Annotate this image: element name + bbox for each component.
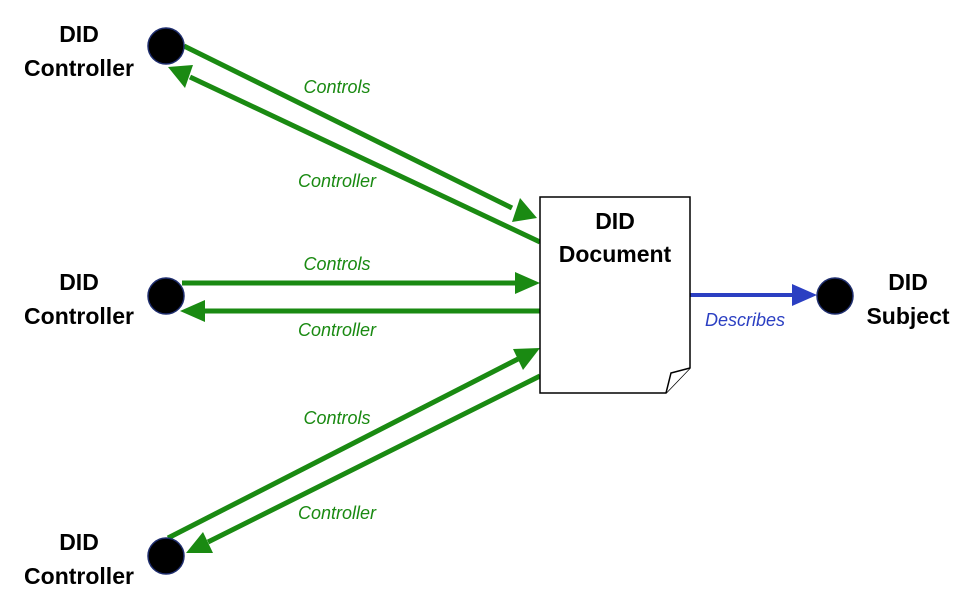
subject-label-line1: DID: [888, 269, 928, 295]
controller-node-bottom: [147, 537, 185, 575]
edge-top-controller: [168, 65, 542, 245]
edge-bottom-controller: [186, 373, 542, 553]
controller-label-top: DID Controller: [24, 21, 134, 81]
label-describes: Describes: [705, 310, 785, 330]
controller-label-bottom-line1: DID: [59, 529, 99, 555]
controller-label-middle-line1: DID: [59, 269, 99, 295]
controller-label-top-line1: DID: [59, 21, 99, 47]
controller-node-middle: [147, 277, 185, 315]
label-bottom-controls: Controls: [303, 408, 370, 428]
subject-node: [816, 277, 854, 315]
label-top-controller: Controller: [298, 171, 377, 191]
edge-mid-controller: [180, 300, 540, 322]
controller-label-top-line2: Controller: [24, 55, 134, 81]
label-mid-controller: Controller: [298, 320, 377, 340]
document-label-line1: DID: [595, 208, 635, 234]
subject-label: DID Subject: [866, 269, 949, 329]
label-top-controls: Controls: [303, 77, 370, 97]
controller-label-middle: DID Controller: [24, 269, 134, 329]
label-bottom-controller: Controller: [298, 503, 377, 523]
document-label-line2: Document: [559, 241, 672, 267]
label-mid-controls: Controls: [303, 254, 370, 274]
edge-describes: [690, 284, 817, 306]
controller-label-bottom-line2: Controller: [24, 563, 134, 589]
subject-label-line2: Subject: [866, 303, 949, 329]
controller-label-middle-line2: Controller: [24, 303, 134, 329]
controller-label-bottom: DID Controller: [24, 529, 134, 589]
edge-top-controls: [182, 43, 537, 222]
did-document: DID Document: [539, 196, 691, 394]
edge-bottom-controls: [166, 348, 540, 541]
edge-mid-controls: [182, 272, 540, 294]
controller-node-top: [147, 27, 185, 65]
